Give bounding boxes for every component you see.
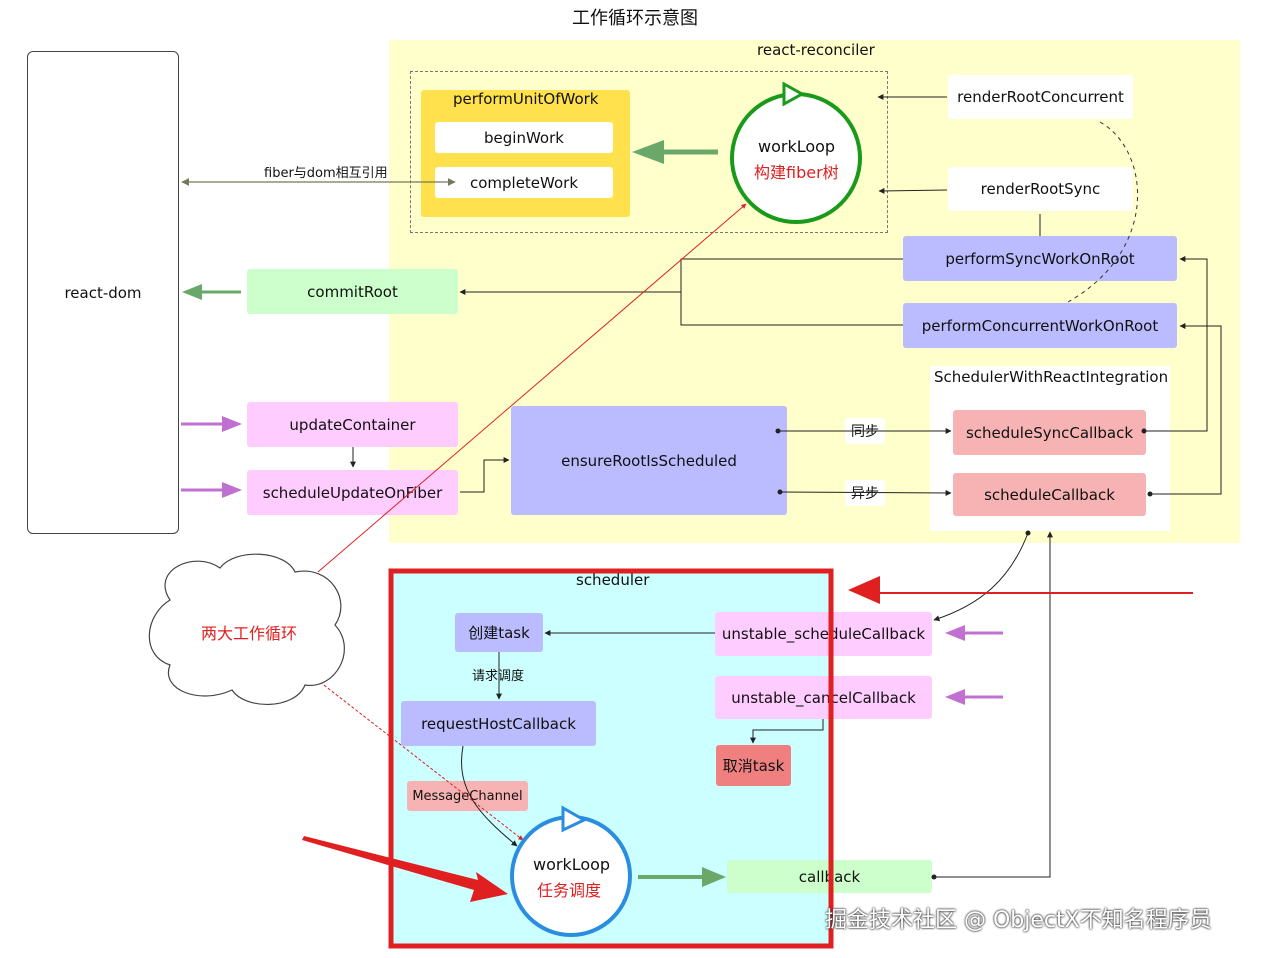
commit-root-label: commitRoot xyxy=(307,282,398,301)
perform-concurrent-work-on-root: performConcurrentWorkOnRoot xyxy=(903,303,1177,348)
cancel-to-cancel-task xyxy=(750,719,824,744)
scheduler-integration-label: SchedulerWithReactIntegration xyxy=(934,368,1169,386)
unstable-schedule-callback-label: unstable_scheduleCallback xyxy=(721,625,926,643)
red-arrow-bottom xyxy=(302,836,508,902)
update-container-label: updateContainer xyxy=(289,415,416,434)
scheduler-label: scheduler xyxy=(576,571,650,589)
async-label-text: 异步 xyxy=(851,486,879,502)
cloud-shape xyxy=(148,553,345,706)
react-dom-label: react-dom xyxy=(64,283,142,302)
reconciler-workloop-desc: 构建fiber树 xyxy=(754,163,839,182)
commit-to-dom-arrowhead xyxy=(182,284,202,300)
sync-callback-to-perform-sync xyxy=(1144,256,1208,432)
render-root-concurrent: renderRootConcurrent xyxy=(948,75,1133,119)
watermark: 掘金技术社区 @ ObjectX不知名程序员 xyxy=(825,908,1212,933)
render-root-concurrent-label: renderRootConcurrent xyxy=(957,88,1124,106)
workloop-to-callback-arrowhead xyxy=(702,867,726,887)
ensure-to-async xyxy=(779,489,952,496)
workloop-to-unit-arrowhead xyxy=(632,140,664,164)
schedule-update-on-fiber-box: scheduleUpdateOnFiber xyxy=(247,470,458,515)
reconciler-workloop-name: workLoop xyxy=(758,137,836,156)
react-dom-box: react-dom xyxy=(27,51,179,534)
perform-sync-work-on-root: performSyncWorkOnRoot xyxy=(903,236,1177,281)
begin-work-label: beginWork xyxy=(484,128,564,147)
schedule-to-ensure xyxy=(460,457,510,493)
request-to-workloop xyxy=(461,745,518,847)
unstable-cancel-callback-label: unstable_cancelCallback xyxy=(731,688,916,707)
scheduler-workloop-arrowhead xyxy=(561,805,588,833)
schedule-sync-callback-box: scheduleSyncCallback xyxy=(953,410,1146,455)
render-root-sync: renderRootSync xyxy=(948,167,1133,211)
cancel-task-box: 取消task xyxy=(716,745,791,786)
scheduler-highlight-border xyxy=(388,568,834,949)
begin-work-box: beginWork xyxy=(435,122,613,153)
commit-root-box: commitRoot xyxy=(247,269,458,314)
scheduler-workloop-circle xyxy=(510,815,632,937)
create-task-label: 创建task xyxy=(468,624,530,642)
complete-work-box: completeWork xyxy=(435,167,613,198)
cloud-label: 两大工作循环 xyxy=(201,624,298,643)
fiber-dom-label: fiber与dom相互引用 xyxy=(264,166,388,181)
schedule-sync-callback-label: scheduleSyncCallback xyxy=(965,423,1134,442)
schedule-callback-box: scheduleCallback xyxy=(953,473,1146,516)
to-unstable-schedule-arrowhead xyxy=(945,625,965,641)
dom-to-schedule-arrowhead xyxy=(222,482,242,498)
async-label: 异步 xyxy=(845,480,885,506)
complete-work-label: completeWork xyxy=(469,173,579,192)
unstable-schedule-callback-box: unstable_scheduleCallback xyxy=(715,612,932,656)
scheduler-workloop-desc: 任务调度 xyxy=(537,881,602,900)
reconciler-workloop-arrowhead xyxy=(782,81,806,107)
callback-to-schedule-callback xyxy=(934,531,1053,878)
work-unit-group xyxy=(410,71,888,233)
reconciler-label: react-reconciler xyxy=(757,41,875,59)
update-container-box: updateContainer xyxy=(247,402,458,447)
page-title: 工作循环示意图 xyxy=(572,8,698,29)
dashed-concurrent-link xyxy=(1067,121,1139,303)
ensure-root-label: ensureRootIsScheduled xyxy=(561,451,737,470)
schedule-update-label: scheduleUpdateOnFiber xyxy=(262,483,443,502)
render-root-sync-label: renderRootSync xyxy=(980,180,1101,198)
dom-to-update-arrowhead xyxy=(222,416,242,432)
ensure-root-is-scheduled-box: ensureRootIsScheduled xyxy=(511,406,787,515)
red-arrow-top xyxy=(848,576,1193,604)
callback-to-perform-concurrent xyxy=(1150,323,1222,495)
perform-concurrent-label: performConcurrentWorkOnRoot xyxy=(921,316,1159,335)
schedule-to-unstable-schedule xyxy=(933,532,1029,622)
reconciler-workloop-circle xyxy=(730,92,862,224)
cloud-to-reconciler-workloop xyxy=(317,203,747,573)
sync-label-text: 同步 xyxy=(851,424,879,440)
perform-to-commit xyxy=(680,258,903,326)
unstable-cancel-callback-box: unstable_cancelCallback xyxy=(715,676,932,719)
render-sync-arrow xyxy=(878,187,948,194)
cloud-to-scheduler-workloop xyxy=(314,677,524,841)
schedule-callback-label: scheduleCallback xyxy=(984,485,1115,504)
to-unstable-cancel-arrowhead xyxy=(945,689,965,705)
perform-sync-label: performSyncWorkOnRoot xyxy=(945,249,1135,268)
perform-unit-title: performUnitOfWork xyxy=(453,90,599,108)
create-task-box: 创建task xyxy=(455,613,543,652)
cancel-task-label: 取消task xyxy=(722,757,785,775)
scheduler-workloop-name: workLoop xyxy=(533,855,611,874)
